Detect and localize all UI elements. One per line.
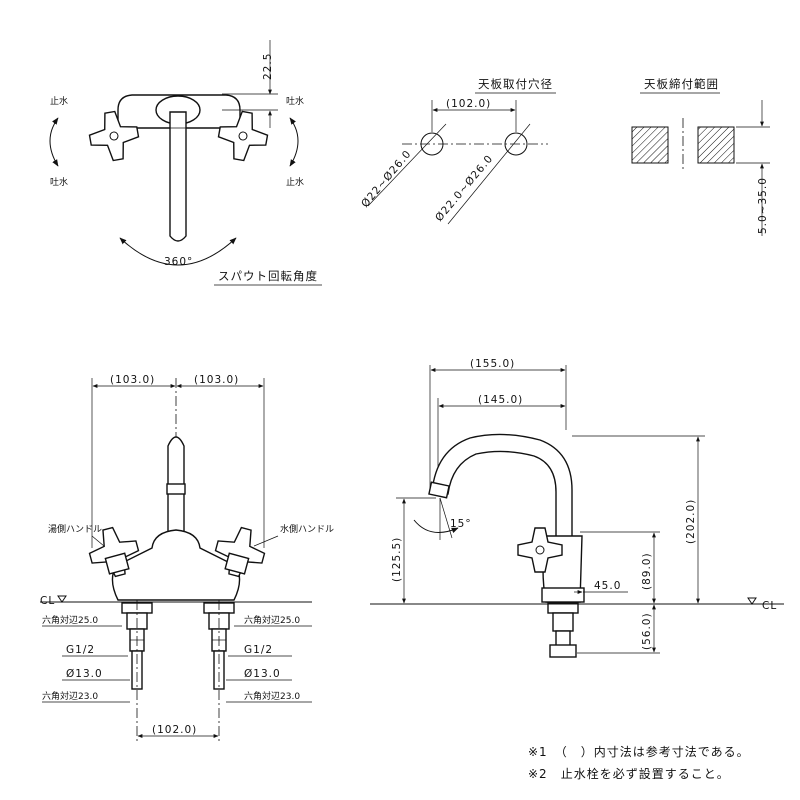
side-angle: 15°	[450, 518, 472, 530]
hex-upper-left: 六角対辺25.0	[42, 614, 98, 626]
front-view: (103.0) (103.0) 湯側ハンドル 水側ハンドル CL	[40, 374, 334, 744]
thread-left: G1/2	[66, 644, 95, 656]
note-2: ※2 止水栓を必ず設置すること。	[528, 766, 730, 781]
dia-left: Ø13.0	[66, 668, 103, 680]
hex-lower-right: 六角対辺23.0	[244, 690, 300, 702]
hot-handle-label: 湯側ハンドル	[48, 523, 102, 535]
deck-hole-view: 天板取付穴径 (102.0) Ø22~Ø26.0 Ø22.0~Ø26.0	[359, 77, 556, 225]
front-pitch: (102.0)	[152, 724, 197, 736]
front-right-half: (103.0)	[194, 374, 239, 386]
height-body: (89.0)	[641, 552, 653, 590]
clamp-range: 5.0~35.0	[757, 177, 769, 234]
hole-dia-left: Ø22~Ø26.0	[359, 148, 414, 210]
label-stop-left: 止水	[50, 95, 68, 107]
front-cl: CL	[40, 595, 55, 607]
rotation-angle: 360°	[164, 256, 193, 268]
label-spout-right: 吐水	[286, 95, 304, 107]
deck-hole-pitch: (102.0)	[446, 98, 491, 110]
label-stop-right: 止水	[286, 176, 304, 188]
below-deck: (56.0)	[641, 612, 653, 650]
height-total: (202.0)	[685, 499, 697, 544]
notes: ※1 （ ）内寸法は参考寸法である。 ※2 止水栓を必ず設置すること。	[528, 744, 750, 781]
side-cl: CL	[762, 600, 777, 612]
label-spout-left: 吐水	[50, 176, 68, 188]
note-1: ※1 （ ）内寸法は参考寸法である。	[528, 744, 750, 759]
top-dim-22-5: 22.5	[262, 53, 274, 80]
rotation-caption: スパウト回転角度	[218, 269, 318, 283]
cold-handle-label: 水側ハンドル	[280, 523, 334, 535]
deck-hole-title: 天板取付穴径	[478, 77, 553, 91]
clamp-range-title: 天板締付範囲	[644, 77, 719, 91]
reach-inner: (145.0)	[478, 394, 523, 406]
hole-dia-right: Ø22.0~Ø26.0	[433, 153, 496, 224]
side-view: (155.0) (145.0) CL (202.0) (125.5)	[370, 358, 784, 658]
body-depth: 45.0	[594, 580, 621, 592]
height-outlet: (125.5)	[391, 537, 403, 582]
hex-lower-left: 六角対辺23.0	[42, 690, 98, 702]
top-view: 22.5 止水 吐水 吐水 止水 360° スパウト回転角度	[49, 40, 322, 286]
thread-right: G1/2	[244, 644, 273, 656]
dia-right: Ø13.0	[244, 668, 281, 680]
front-left-half: (103.0)	[110, 374, 155, 386]
reach-outer: (155.0)	[470, 358, 515, 370]
clamp-range-view: 天板締付範囲 5.0~35.0	[631, 77, 770, 236]
hex-upper-right: 六角対辺25.0	[244, 614, 300, 626]
